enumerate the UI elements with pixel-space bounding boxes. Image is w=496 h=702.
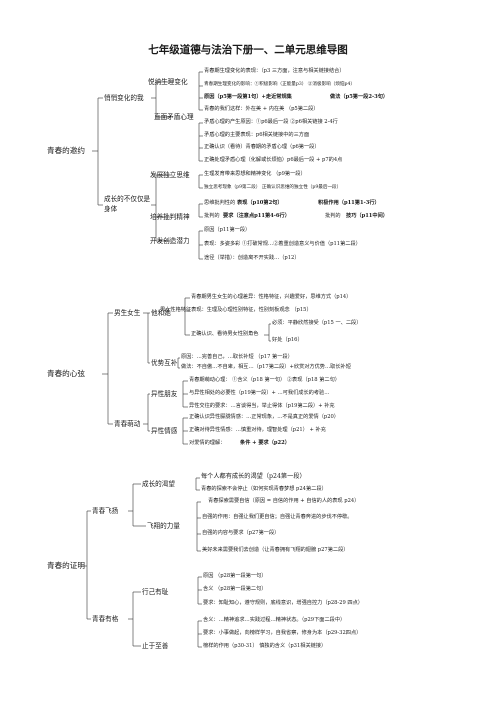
leaf-item: 男女性格特征表现：生理及心理性别特征，性别刻板观念 （p15） — [160, 307, 312, 313]
leaf-item: 正确认识（看待）青春期的矛盾心理（p6第一段） — [204, 144, 320, 150]
root-node-youth-heartstrings: 青春的心弦 — [47, 369, 85, 378]
leaf-item: 原因 （p28第一段第一句） — [203, 573, 267, 579]
branch-boys-girls: 男生女生 — [114, 309, 141, 317]
page-title: 七年级道德与法治下册一、二单元思维导图 — [148, 44, 348, 56]
leaf-item: 好处（p16） — [272, 337, 303, 343]
sub-complement-strengths: 优势互补 — [151, 359, 178, 367]
leaf-item: 要求：小事做起，向榜样学习，自我省察，修身为本（p29-32四点） — [203, 630, 362, 636]
branch-changing-me: 悄悄变化的我 — [104, 94, 144, 102]
sub-critical-spirit: 培养批判精神 — [150, 213, 190, 221]
branch-youth-soaring: 青春飞扬 — [92, 507, 119, 515]
leaf-item: 积极作用（p11第1-3行） — [318, 200, 380, 206]
branch-youth-awakening: 青春萌动 — [114, 420, 141, 428]
sub-he-and-she: 他和她 — [151, 309, 171, 317]
sub-accept-physical-change: 悦纳生理变化 — [148, 78, 188, 86]
leaf-item: 正确认识异性朦胧情感：…正常现象，…不是真正的爱情（p20） — [189, 414, 339, 420]
leaf-item: 要求：知耻知心，遵守规则，底线意识，增强自控力（p28-29 四点） — [203, 600, 363, 606]
leaf-item: 正确对待异性情感：…慎重对待，理智处理（p21） + 补充 — [189, 427, 326, 433]
leaf-item: 批判的 — [204, 213, 220, 219]
leaf-item: 青春期生理变化的影响：①积极影响（正能量p3） ②消极影响（烦恼p4） — [204, 82, 356, 87]
leaf-item: 青春期生理变化的表现：（p3 三方面，注意与相关链接结合） — [204, 68, 345, 74]
leaf-item: 异性交往的要求：…言谈得当，举止得体（p19第二段）+ 补充 — [189, 403, 335, 409]
leaf-item: 原因：…完善自己，…取长补短 （p17 第一段） — [181, 354, 293, 360]
leaf-item: 青春探索需要自信（原因 = 自信的作用 + 自信的人的表现 p24） — [208, 498, 360, 504]
root-node-youth-proof: 青春的证明 — [47, 561, 85, 570]
sub-power-to-fly: 飞翔的力量 — [147, 522, 180, 530]
leaf-item: 矛盾心理的产生原因：①p6最后一段 ②p6相关链接 2-4行 — [204, 119, 338, 125]
leaf-item: 榜样的作用（p30-31） 慎独的含义（p31相关链接） — [203, 643, 327, 649]
leaf-item: 青春的我们这样：外在美 + 内在美 （p5第二段） — [204, 106, 319, 112]
leaf-item: 对爱情的理解： — [189, 440, 226, 446]
branch-growing-beyond-body: 成长的不仅仅是身体 — [104, 195, 151, 213]
leaf-item: 途径（举措）：创造离不开实践…（p12） — [204, 255, 300, 261]
leaf-item: 表现（p10第2句） — [237, 200, 283, 206]
leaf-item: 表现：多姿多彩 ①打破常规…②着重创造意义与价值（p11第二段） — [204, 241, 361, 247]
sub-opposite-sex-feelings: 异性情感 — [151, 427, 178, 435]
leaf-item: 含义：…精神追求…实践过程…精神状态。（p29下面二段中） — [203, 617, 346, 623]
leaf-item: 矛盾心理的主要表现：p6相关链接中的三方面 — [204, 132, 310, 138]
leaf-item: 与异性相处的必要性（p19第一段）+ …可我们成长的考验… — [189, 390, 330, 396]
leaf-item: 美好未来需要我们去创造（让青春拥有飞翔的翅膀 p27第二段） — [202, 547, 349, 553]
leaf-item: 青春期萌动心理： ①含义（p18 第一句） ②表现（p18 第二句） — [189, 377, 340, 383]
sub-face-contradiction: 直面矛盾心理 — [154, 113, 194, 121]
branch-youth-character: 青春有格 — [92, 615, 119, 623]
leaf-item: 要求（注意点p11第4-6行） — [223, 213, 290, 219]
leaf-item: 正确认识、看待男女性别角色 — [191, 331, 259, 337]
leaf-item: 青春期男生女生的心理差异：性格特征，兴趣爱好，思维方式（p14） — [191, 294, 352, 300]
sub-creative-potential: 开发创造潜力 — [150, 237, 190, 245]
root-node-youth-invitation: 青春的邀约 — [47, 146, 85, 155]
sub-pursue-excellence: 止于至善 — [142, 642, 169, 650]
leaf-item: 技巧（p11中间） — [346, 213, 388, 219]
sub-opposite-sex-friends: 异性朋友 — [151, 390, 178, 398]
leaf-item: 原因（p5第一段第1句）+走近常规集 — [204, 94, 292, 100]
leaf-item: 生理发育带来思想和精神变化 （p9第一段） — [204, 171, 306, 177]
leaf-item: 青春的探索不会停止（如何实现青春梦想 p24第二段） — [201, 486, 327, 492]
leaf-item: 做法（p5第一段2-3句） — [330, 94, 389, 100]
sub-sense-of-shame: 行己有耻 — [142, 588, 169, 596]
leaf-item: 批判的 — [325, 213, 341, 219]
leaf-item: 独立思考现象（p9第二段） 正确认识思维的独立性（p9最后一段） — [204, 185, 342, 190]
leaf-item: 自强的作用：自强让我们更自信；自强让青春奔进的步伐不停歇。 — [202, 514, 353, 520]
leaf-item: 必须：平静欣然接受（p15 一、二段） — [272, 320, 362, 326]
leaf-item: 含义 （p28第一段第二句） — [203, 586, 267, 592]
leaf-item: 思维批判性的 — [204, 200, 236, 206]
leaf-item: 原因（p11第一段） — [204, 227, 251, 233]
sub-desire-to-grow: 成长的渴望 — [142, 480, 175, 488]
leaf-item: 正确处理矛盾心理（化解或长烦恼）p6最后一段 + p7的4点 — [204, 157, 343, 163]
leaf-item: 做法：不自傲…不自卑，相互…（p17第二段）+欣赏对方优势…取长补短 — [181, 364, 351, 370]
leaf-item: 每个人都有成长的渴望（p24第一段） — [201, 473, 306, 480]
sub-independent-thinking: 发展独立思维 — [150, 171, 190, 179]
leaf-item: 条件 + 要求（p22） — [240, 440, 290, 446]
leaf-item: 自强的内容与要求（p27第一段） — [202, 530, 280, 536]
